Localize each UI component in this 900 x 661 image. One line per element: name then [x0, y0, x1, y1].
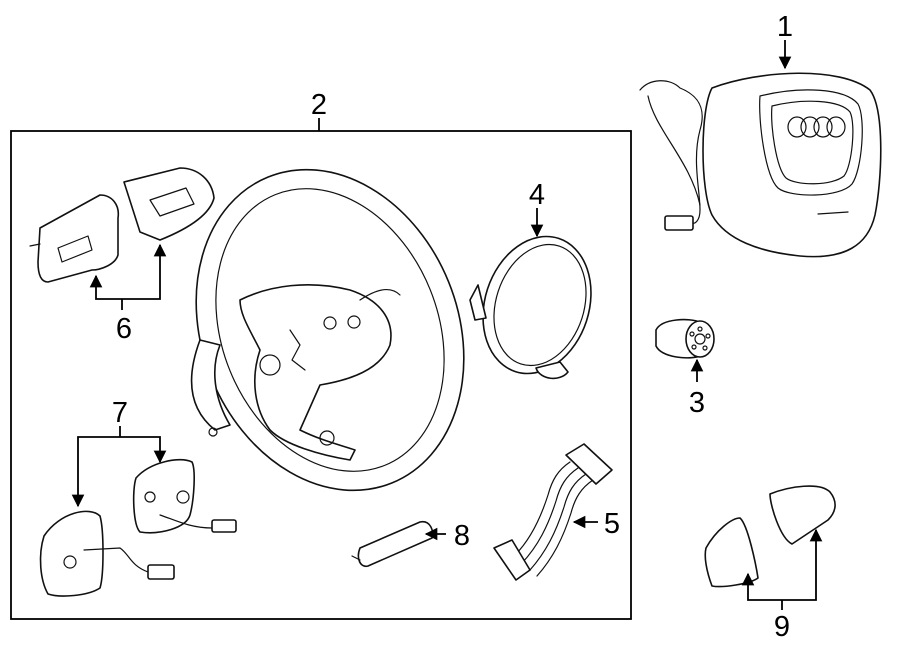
wiring-harness — [493, 443, 613, 581]
callout-9: 9 — [774, 611, 790, 643]
clock-spring — [469, 235, 592, 380]
airbag-module — [639, 72, 882, 258]
steering-wheel — [190, 168, 465, 492]
callout-4: 4 — [529, 179, 545, 211]
callout-5: 5 — [604, 508, 620, 540]
trim-cover — [351, 520, 434, 568]
assembly-frame — [10, 130, 632, 620]
callout-6: 6 — [116, 313, 132, 345]
callout-8: 8 — [454, 520, 470, 552]
callout-2: 2 — [311, 89, 327, 121]
mounting-bolt — [655, 318, 715, 359]
callout-3: 3 — [689, 387, 705, 419]
callout-7: 7 — [112, 397, 128, 429]
control-switches — [39, 458, 237, 597]
callout-1: 1 — [777, 11, 793, 43]
four-ring-logo — [787, 116, 846, 138]
paddle-shifters — [29, 167, 215, 283]
leader-lines — [71, 40, 823, 610]
